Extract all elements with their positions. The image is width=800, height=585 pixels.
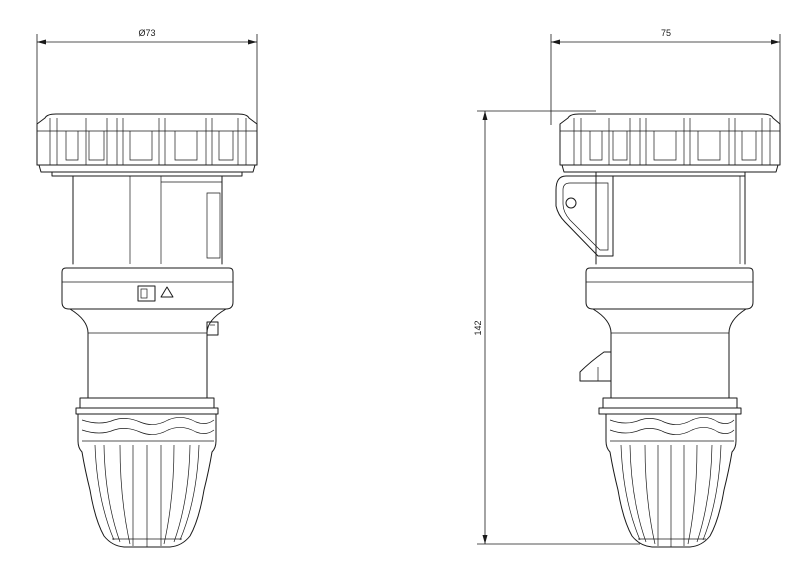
width-label: 75 bbox=[661, 28, 671, 38]
hinge-latch bbox=[555, 175, 614, 257]
neck bbox=[69, 308, 227, 399]
side-collar bbox=[585, 267, 754, 310]
side-upper-body bbox=[555, 171, 746, 265]
diameter-dimension: Ø73 bbox=[36, 28, 258, 125]
width-dimension: 75 bbox=[550, 28, 781, 125]
side-cap bbox=[559, 113, 781, 173]
front-view: Ø73 bbox=[36, 28, 258, 548]
upper-body bbox=[51, 171, 243, 265]
cap bbox=[36, 113, 258, 173]
collar bbox=[61, 267, 234, 310]
cage bbox=[77, 413, 217, 548]
diameter-label: Ø73 bbox=[138, 28, 155, 38]
side-neck bbox=[579, 308, 747, 399]
height-dimension: 142 bbox=[473, 110, 640, 545]
side-view: 75 142 bbox=[473, 28, 781, 548]
height-label: 142 bbox=[473, 320, 483, 335]
lower-ring bbox=[75, 397, 219, 415]
side-cage bbox=[605, 413, 737, 548]
side-lower-ring bbox=[598, 397, 742, 415]
